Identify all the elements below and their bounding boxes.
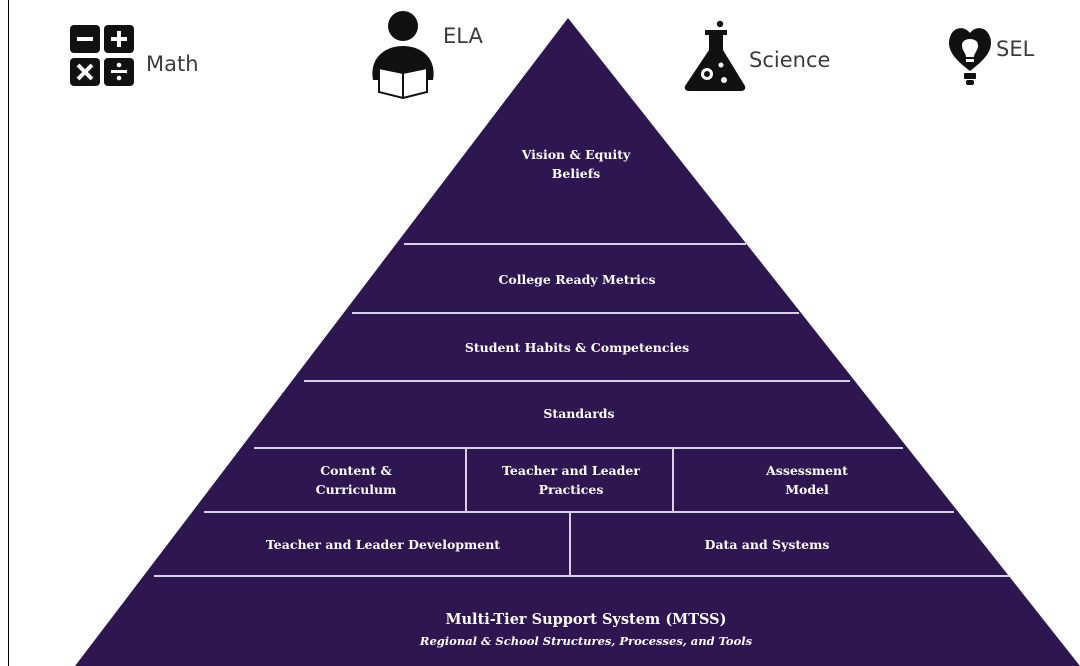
college-ready-label: College Ready Metrics (498, 272, 655, 287)
subject-math: Math (70, 25, 199, 87)
pyramid-dividers (154, 243, 1010, 577)
flask-icon (683, 20, 747, 92)
calculator-icon (70, 25, 134, 87)
subject-science: Science (683, 20, 830, 92)
mtss-title: Multi-Tier Support System (MTSS) (445, 611, 726, 628)
heart-lightbulb-icon (948, 23, 992, 89)
reader-icon (367, 10, 439, 100)
subject-ela: ELA (367, 10, 483, 100)
subject-label: SEL (996, 37, 1035, 61)
data-systems-label: Data and Systems (705, 537, 830, 552)
practices-label-line1: Teacher and Leader (502, 463, 640, 478)
pyramid-shape (75, 18, 1080, 666)
mtss-subtitle: Regional & School Structures, Processes,… (419, 634, 753, 648)
vision-label-line1: Vision & Equity (521, 147, 631, 162)
practices-label-line2: Practices (539, 482, 604, 497)
vision-label-line2: Beliefs (552, 166, 600, 181)
content-label-line2: Curriculum (316, 482, 397, 497)
assessment-label-line1: Assessment (765, 463, 848, 478)
standards-label: Standards (543, 406, 614, 421)
left-border-line (8, 0, 9, 666)
content-label-line1: Content & (320, 463, 392, 478)
subject-label: Math (146, 52, 199, 76)
development-label: Teacher and Leader Development (266, 537, 500, 552)
assessment-label-line2: Model (785, 482, 829, 497)
habits-label: Student Habits & Competencies (465, 340, 689, 355)
subject-sel: SEL (948, 23, 1034, 89)
subject-label: ELA (443, 24, 483, 48)
subject-label: Science (749, 48, 831, 72)
